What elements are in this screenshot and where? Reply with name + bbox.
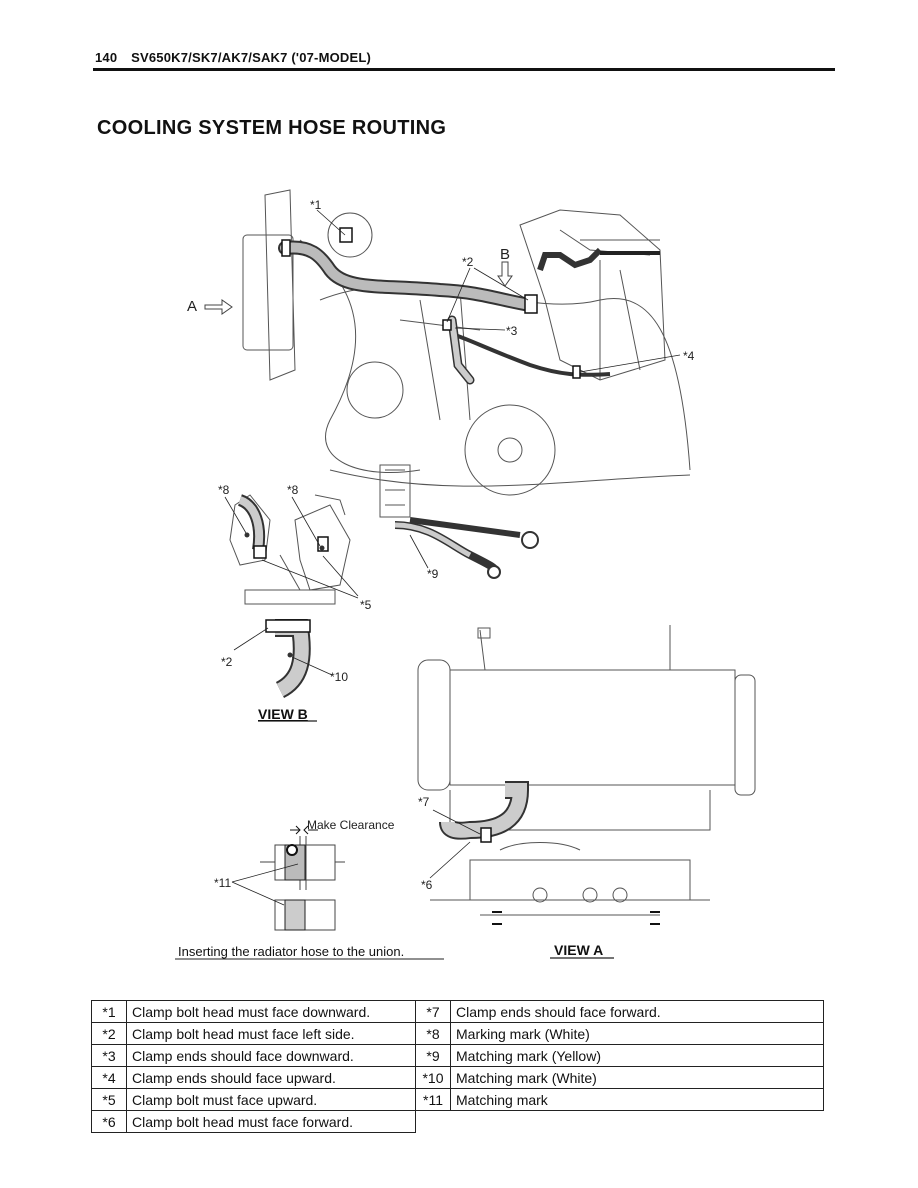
note-text: Matching mark	[450, 1088, 824, 1111]
make-clearance-label: Make Clearance	[307, 818, 395, 832]
note-text: Clamp ends should face upward.	[126, 1066, 416, 1089]
note-number: *9	[415, 1044, 451, 1067]
label-8b: *8	[287, 483, 299, 497]
header-rule	[93, 68, 835, 71]
view-a-label: VIEW A	[554, 942, 604, 958]
note-text: Clamp bolt head must face left side.	[126, 1022, 416, 1045]
label-11: *11	[214, 876, 232, 890]
empty-cell	[416, 1111, 824, 1133]
note-number: *11	[415, 1088, 451, 1111]
section-title: COOLING SYSTEM HOSE ROUTING	[97, 117, 447, 139]
label-2: *2	[462, 255, 474, 269]
table-row: *4 Clamp ends should face upward. *10 Ma…	[91, 1066, 824, 1089]
notes-table: *1 Clamp bolt head must face downward. *…	[91, 1000, 824, 1133]
note-text: Matching mark (White)	[450, 1066, 824, 1089]
note-number: *8	[415, 1022, 451, 1045]
insert-caption: Inserting the radiator hose to the union…	[178, 944, 405, 959]
table-row: *5 Clamp bolt must face upward. *11 Matc…	[91, 1088, 824, 1111]
label-4: *4	[683, 349, 695, 363]
note-text: Clamp ends should face downward.	[126, 1044, 416, 1067]
note-text: Clamp bolt must face upward.	[126, 1088, 416, 1111]
note-text: Clamp bolt head must face downward.	[126, 1000, 416, 1023]
label-2b: *2	[221, 655, 233, 669]
table-row: *6 Clamp bolt head must face forward.	[91, 1110, 824, 1133]
note-text: Clamp bolt head must face forward.	[126, 1110, 416, 1133]
note-number: *4	[91, 1066, 127, 1089]
table-row: *1 Clamp bolt head must face downward. *…	[91, 1000, 824, 1023]
hose-routing-illustration	[175, 189, 756, 960]
label-3: *3	[506, 324, 518, 338]
label-9: *9	[427, 567, 439, 581]
table-row: *3 Clamp ends should face downward. *9 M…	[91, 1044, 824, 1067]
note-text: Matching mark (Yellow)	[450, 1044, 824, 1067]
table-row: *2 Clamp bolt head must face left side. …	[91, 1022, 824, 1045]
page-header: 140 SV650K7/SK7/AK7/SAK7 ('07-MODEL)	[95, 50, 371, 65]
view-b-label: VIEW B	[258, 706, 308, 722]
label-7: *7	[418, 795, 430, 809]
page-number: 140	[95, 50, 118, 65]
note-number: *7	[415, 1000, 451, 1023]
note-number: *5	[91, 1088, 127, 1111]
note-number: *10	[415, 1066, 451, 1089]
note-text: Clamp ends should face forward.	[450, 1000, 824, 1023]
label-8a: *8	[218, 483, 230, 497]
note-number: *2	[91, 1022, 127, 1045]
label-5: *5	[360, 598, 372, 612]
label-1: *1	[310, 198, 322, 212]
label-10: *10	[330, 670, 349, 684]
label-a: A	[187, 298, 198, 315]
label-6: *6	[421, 878, 433, 892]
label-b: B	[500, 246, 511, 263]
note-number: *6	[91, 1110, 127, 1133]
note-number: *3	[91, 1044, 127, 1067]
radiator-side	[242, 234, 294, 351]
note-number: *1	[91, 1000, 127, 1023]
note-text: Marking mark (White)	[450, 1022, 824, 1045]
model-name: SV650K7/SK7/AK7/SAK7 ('07-MODEL)	[131, 50, 372, 65]
